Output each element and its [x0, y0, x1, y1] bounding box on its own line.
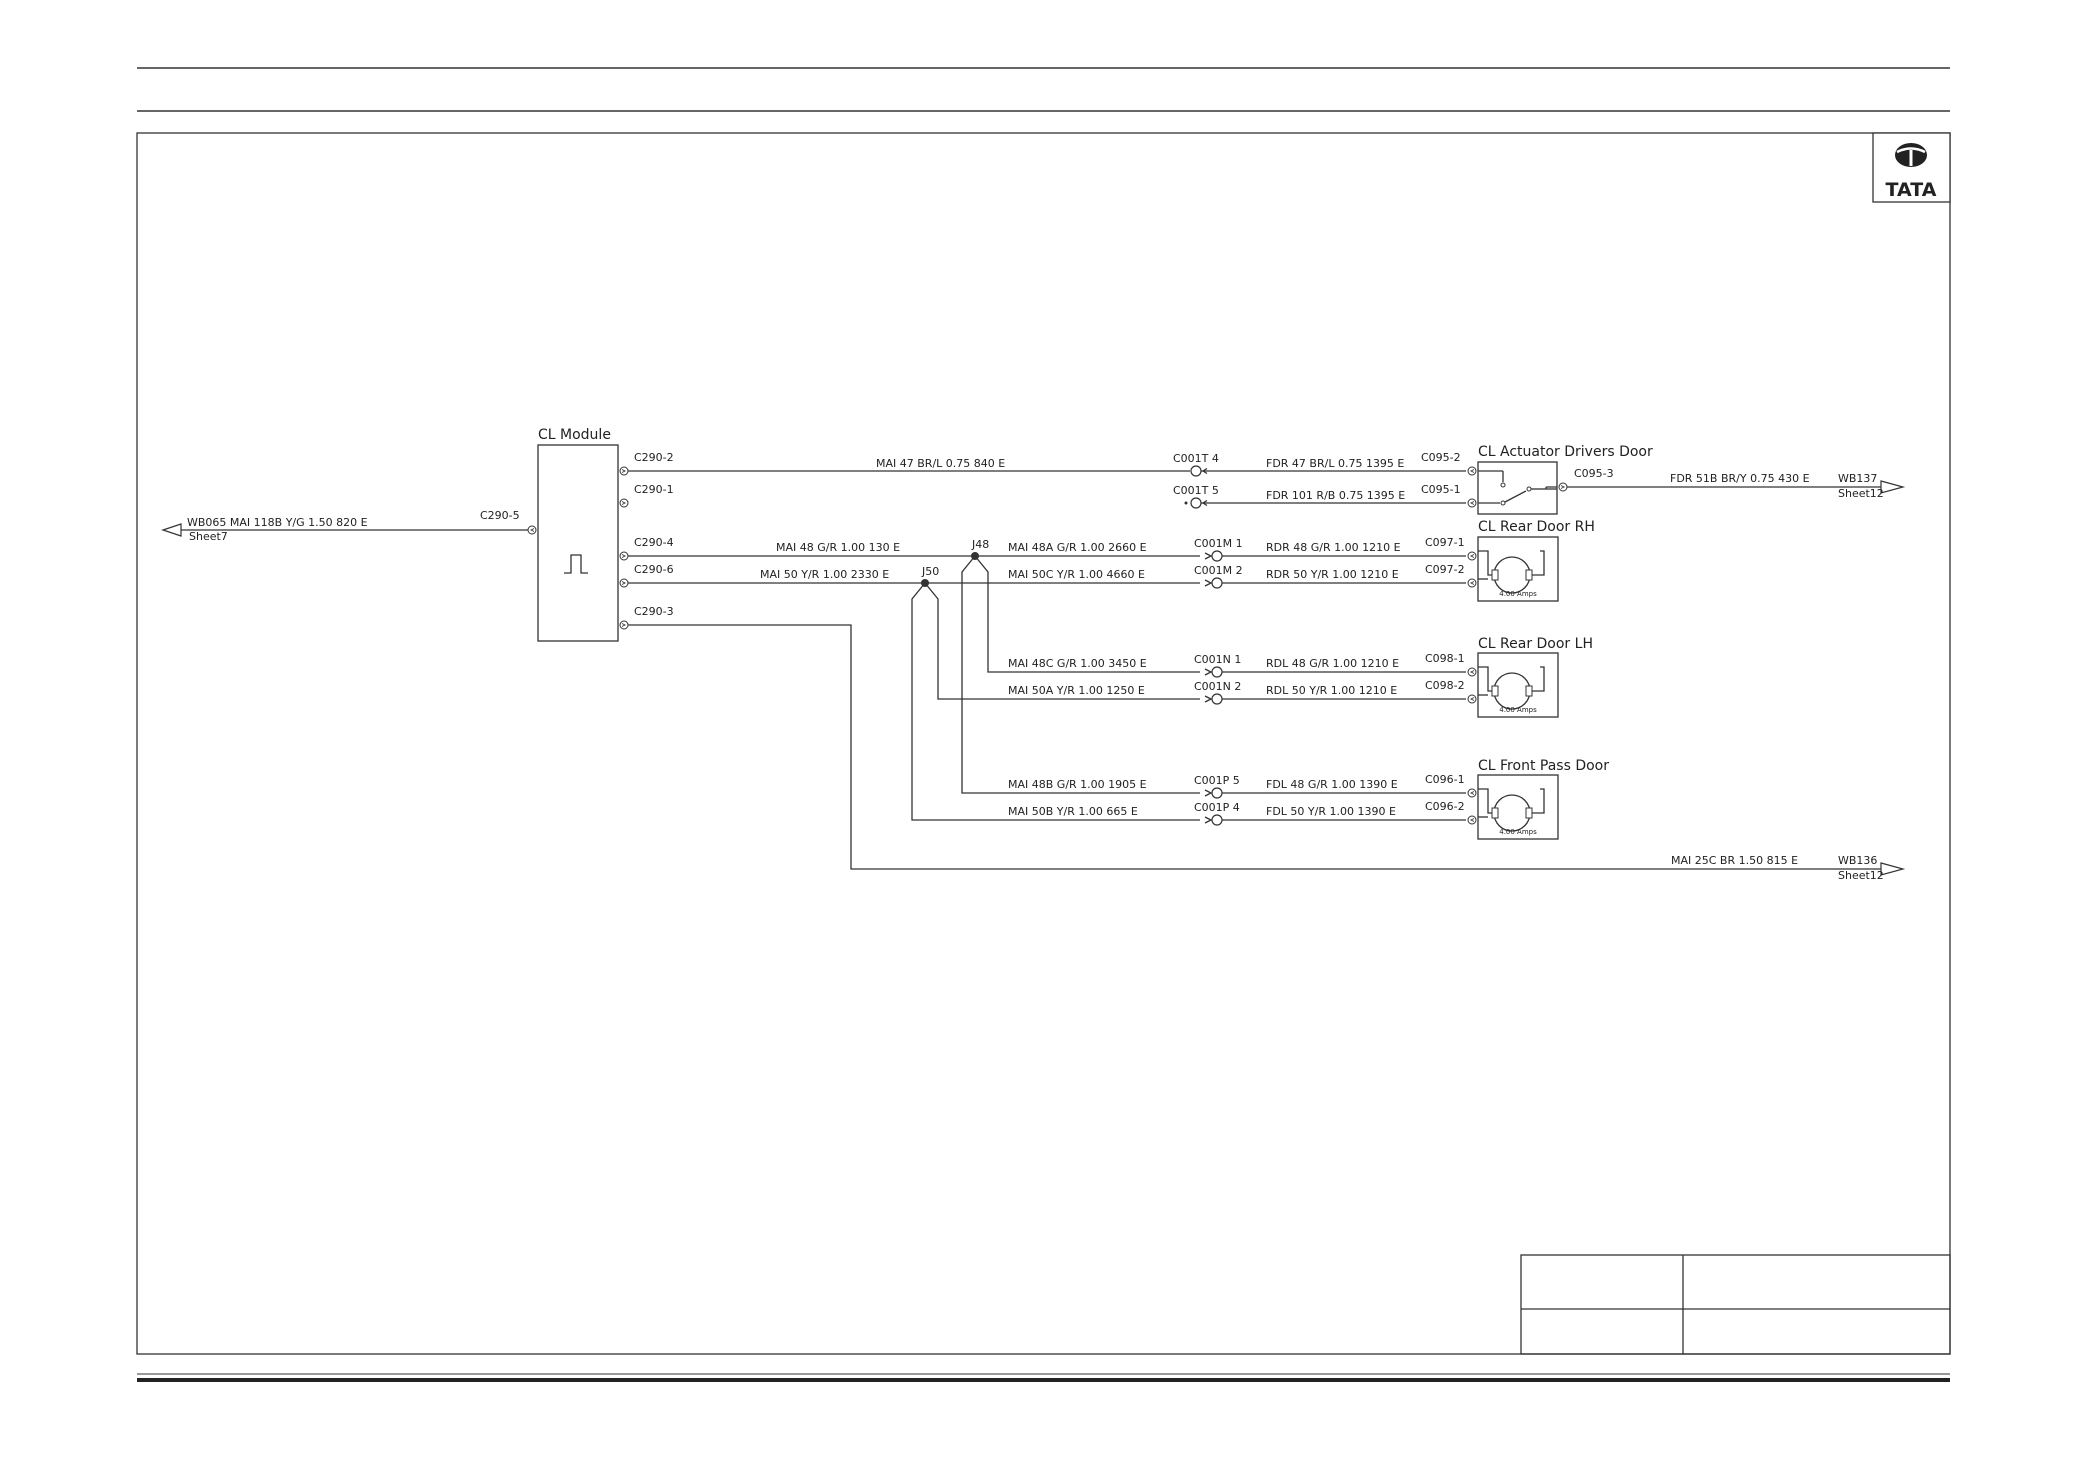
- pin-symbol: [619, 466, 629, 476]
- module-pin-label: C290-5: [480, 509, 520, 522]
- pin-symbol: [527, 525, 537, 535]
- pin-label: C097-2: [1425, 563, 1465, 576]
- component-title: CL Rear Door LH: [1478, 636, 1593, 652]
- pin-symbol: [1467, 498, 1477, 508]
- offpage-connector-wb137[interactable]: [1880, 480, 1906, 494]
- cl-module[interactable]: CL Module: [537, 427, 619, 642]
- cl-actuator-drivers-door[interactable]: [1477, 461, 1558, 515]
- pin-symbol: [619, 578, 629, 588]
- connector-label: C001M 1: [1194, 537, 1243, 550]
- wire-50-branch[interactable]: [924, 582, 1200, 700]
- wire-label: RDL 50 Y/R 1.00 1210 E: [1266, 684, 1397, 697]
- sheet-ref: Sheet12: [1838, 487, 1884, 500]
- wire-25c[interactable]: [628, 624, 1881, 870]
- wire-50-branch[interactable]: [911, 582, 1200, 821]
- wire-label: FDR 47 BR/L 0.75 1395 E: [1266, 457, 1404, 470]
- pulse-icon: [564, 554, 588, 574]
- wire-label: MAI 48C G/R 1.00 3450 E: [1008, 657, 1147, 670]
- pin-symbol: [1467, 788, 1477, 798]
- inline-connector-c001m[interactable]: [1204, 550, 1466, 589]
- wire-label: RDR 48 G/R 1.00 1210 E: [1266, 541, 1401, 554]
- connector-label: C001P 5: [1194, 774, 1240, 787]
- wire-label: MAI 50C Y/R 1.00 4660 E: [1008, 568, 1145, 581]
- wire-label: MAI 50 Y/R 1.00 2330 E: [760, 568, 889, 581]
- pin-symbol: [619, 551, 629, 561]
- sheet-ref: Sheet12: [1838, 869, 1884, 882]
- pin-symbol: [1467, 551, 1477, 561]
- pin-label: C098-2: [1425, 679, 1465, 692]
- component-title: CL Rear Door RH: [1478, 519, 1595, 535]
- pin-symbol: [1467, 466, 1477, 476]
- splice-label: J48: [971, 538, 989, 551]
- wire-label: FDL 48 G/R 1.00 1390 E: [1266, 778, 1398, 791]
- module-pin-label: C290-3: [634, 605, 674, 618]
- module-pin-label: C290-6: [634, 563, 674, 576]
- wire-48-branch[interactable]: [961, 555, 1200, 794]
- connector-label: C001P 4: [1194, 801, 1240, 814]
- sheet-ref: Sheet7: [189, 530, 228, 543]
- connector-label: C001T 4: [1173, 452, 1219, 465]
- pin-label: C095-2: [1421, 451, 1461, 464]
- wire-label: MAI 48A G/R 1.00 2660 E: [1008, 541, 1147, 554]
- pin-symbol: [1467, 694, 1477, 704]
- pin-symbol: [1558, 482, 1568, 492]
- component-title: CL Actuator Drivers Door: [1478, 444, 1653, 460]
- pin-symbol: [1467, 667, 1477, 677]
- wire-label: RDR 50 Y/R 1.00 1210 E: [1266, 568, 1399, 581]
- wire-label: WB065 MAI 118B Y/G 1.50 820 E: [187, 516, 368, 529]
- inline-connector-c001n[interactable]: [1204, 666, 1466, 705]
- wire-label: FDR 51B BR/Y 0.75 430 E: [1670, 472, 1810, 485]
- offpage-id: WB136: [1838, 854, 1877, 867]
- logo-text: TATA: [1886, 179, 1937, 201]
- pin-label: C098-1: [1425, 652, 1465, 665]
- wire-label: MAI 48B G/R 1.00 1905 E: [1008, 778, 1147, 791]
- tata-logo: TATA: [1872, 132, 1951, 203]
- splice-label: J50: [921, 565, 939, 578]
- connector-label: C001N 2: [1194, 680, 1241, 693]
- offpage-connector-wb136[interactable]: [1880, 862, 1906, 876]
- title-block: [1520, 1254, 1951, 1355]
- offpage-connector-wb065[interactable]: [161, 523, 528, 537]
- wire-label: MAI 50B Y/R 1.00 665 E: [1008, 805, 1138, 818]
- module-pin-label: C290-4: [634, 536, 674, 549]
- wire-label: MAI 47 BR/L 0.75 840 E: [876, 457, 1005, 470]
- pin-label: C097-1: [1425, 536, 1465, 549]
- wire-label: MAI 25C BR 1.50 815 E: [1671, 854, 1798, 867]
- wire-label: MAI 48 G/R 1.00 130 E: [776, 541, 900, 554]
- pin-label: C096-1: [1425, 773, 1465, 786]
- wire-label: MAI 50A Y/R 1.00 1250 E: [1008, 684, 1145, 697]
- module-pin-label: C290-2: [634, 451, 674, 464]
- wire-label: FDL 50 Y/R 1.00 1390 E: [1266, 805, 1396, 818]
- wire-label: RDL 48 G/R 1.00 1210 E: [1266, 657, 1399, 670]
- pin-symbol: [619, 620, 629, 630]
- pin-label: C095-1: [1421, 483, 1461, 496]
- pin-symbol: [619, 498, 629, 508]
- connector-label: C001T 5: [1173, 484, 1219, 497]
- offpage-id: WB137: [1838, 472, 1877, 485]
- rating-label: 4.00 Amps: [1499, 706, 1537, 714]
- pin-label: C095-3: [1574, 467, 1614, 480]
- pin-label: C096-2: [1425, 800, 1465, 813]
- module-pin-label: C290-1: [634, 483, 674, 496]
- inline-connector-c001p[interactable]: [1204, 787, 1466, 826]
- drawing-border: [136, 132, 1951, 1355]
- wire-label: FDR 101 R/B 0.75 1395 E: [1266, 489, 1405, 502]
- component-title: CL Front Pass Door: [1478, 758, 1609, 774]
- pin-symbol: [1467, 578, 1477, 588]
- connector-label: C001N 1: [1194, 653, 1241, 666]
- connector-label: C001M 2: [1194, 564, 1243, 577]
- rating-label: 4.00 Amps: [1499, 590, 1537, 598]
- wire-48-branch[interactable]: [974, 555, 1200, 673]
- inline-connector-c001t[interactable]: [1184, 465, 1467, 509]
- module-title: CL Module: [538, 427, 611, 443]
- rating-label: 4.00 Amps: [1499, 828, 1537, 836]
- pin-symbol: [1467, 815, 1477, 825]
